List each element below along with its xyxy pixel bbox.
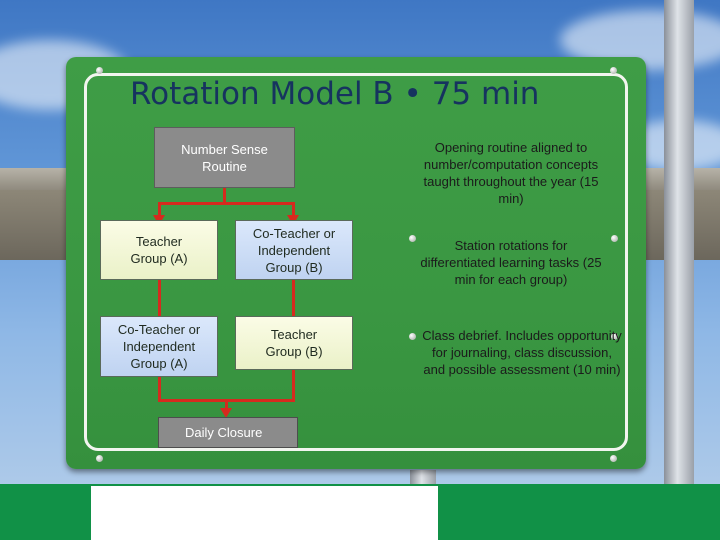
flow-box-teacher-group-a: Teacher Group (A) xyxy=(100,220,218,280)
bolt-icon xyxy=(610,455,617,462)
bolt-icon xyxy=(611,333,618,340)
sign-border xyxy=(84,73,628,451)
connector-line xyxy=(223,188,226,202)
white-panel xyxy=(91,486,438,540)
bolt-icon xyxy=(96,455,103,462)
bolt-icon xyxy=(610,67,617,74)
description-stations: Station rotations for differentiated lea… xyxy=(420,238,602,287)
flow-box-label: Teacher Group (B) xyxy=(265,327,323,359)
connector-line xyxy=(292,370,295,402)
connector-line xyxy=(225,399,228,411)
connector-line xyxy=(292,280,295,316)
flow-box-teacher-group-b: Teacher Group (B) xyxy=(235,316,353,370)
bolt-icon xyxy=(611,235,618,242)
connector-line xyxy=(158,377,161,402)
flow-box-co-teacher-group-b: Co-Teacher or Independent Group (B) xyxy=(235,220,353,280)
description-opening: Opening routine aligned to number/comput… xyxy=(423,140,599,206)
connector-line xyxy=(158,202,161,218)
flow-box-label: Daily Closure xyxy=(185,425,263,440)
flow-box-label: Co-Teacher or Independent Group (B) xyxy=(252,225,336,275)
connector-line xyxy=(292,202,295,218)
flow-box-co-teacher-group-a: Co-Teacher or Independent Group (A) xyxy=(100,316,218,377)
description-debrief: Class debrief. Includes opportunity for … xyxy=(422,328,622,377)
flow-box-label: Number Sense Routine xyxy=(181,141,268,174)
flow-box-label: Teacher Group (A) xyxy=(130,234,188,266)
bolt-icon xyxy=(409,333,416,340)
flow-box-label: Co-Teacher or Independent Group (A) xyxy=(117,322,201,371)
connector-line xyxy=(158,202,295,205)
bolt-icon xyxy=(409,235,416,242)
connector-line xyxy=(158,280,161,316)
flow-box-number-sense-routine: Number Sense Routine xyxy=(154,127,295,188)
slide-title: Rotation Model B • 75 min xyxy=(130,76,540,112)
flow-box-daily-closure: Daily Closure xyxy=(158,417,298,448)
sign-pole xyxy=(664,0,694,540)
bolt-icon xyxy=(96,67,103,74)
arrow-down-icon xyxy=(220,408,232,418)
